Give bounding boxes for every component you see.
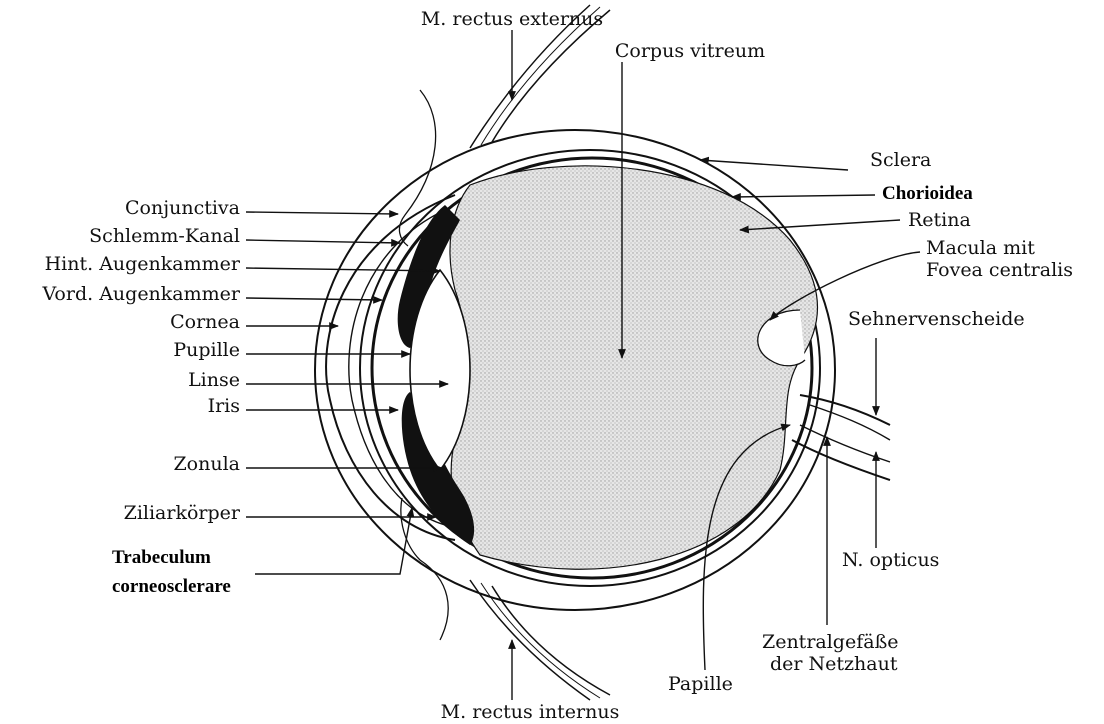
label-retina: Retina [908, 209, 971, 231]
label-m-rectus-internus: M. rectus internus [441, 701, 620, 723]
label-conjunctiva: Conjunctiva [125, 197, 240, 219]
leader-trabeculum [255, 508, 412, 574]
leader-sclera [700, 160, 848, 170]
label-corpus-vitreum: Corpus vitreum [615, 40, 765, 62]
label-sclera: Sclera [870, 149, 931, 171]
label-papille: Papille [668, 673, 733, 695]
label-zentral-line2: der Netzhaut [770, 653, 898, 675]
label-zonula: Zonula [173, 453, 240, 475]
label-macula-line1: Macula mit [926, 237, 1035, 259]
label-iris: Iris [208, 395, 240, 417]
label-vord-augenkammer: Vord. Augenkammer [41, 283, 240, 305]
label-pupille: Pupille [173, 339, 240, 361]
label-sehnervenscheide: Sehnervenscheide [848, 308, 1025, 330]
label-cornea: Cornea [170, 311, 240, 333]
label-hint-augenkammer: Hint. Augenkammer [45, 253, 241, 275]
label-linse: Linse [188, 369, 240, 391]
label-m-rectus-externus: M. rectus externus [421, 8, 603, 30]
label-n-opticus: N. opticus [842, 549, 939, 571]
label-schlemm-kanal: Schlemm-Kanal [89, 225, 240, 247]
label-macula-line2: Fovea centralis [926, 259, 1073, 281]
corpus-vitreum-region [450, 166, 818, 569]
label-zentral-line1: Zentralgefäße [762, 631, 899, 653]
label-ziliarkoerper: Ziliarkörper [124, 502, 241, 524]
leader-conjunctiva [246, 212, 398, 214]
label-chorioidea: Chorioidea [882, 183, 973, 204]
label-trabeculum-line1: Trabeculum [112, 547, 211, 568]
label-trabeculum-line2: corneosclerare [112, 576, 231, 597]
leader-schlemm [246, 240, 400, 243]
